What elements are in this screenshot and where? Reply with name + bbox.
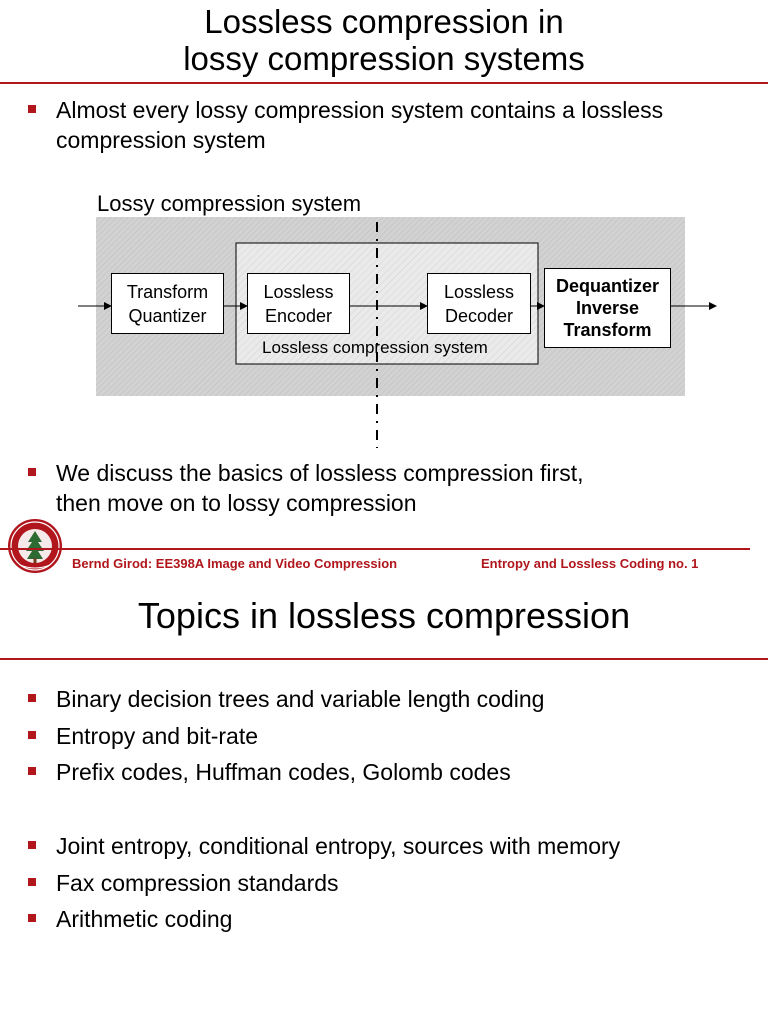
lossless-system-label: Lossless compression system: [262, 338, 488, 357]
slide-2-title: Topics in lossless compression: [137, 595, 631, 636]
slide-1: Lossless compression in lossy compressio…: [0, 3, 768, 573]
footer-slide-number: Entropy and Lossless Coding no. 1: [481, 556, 699, 571]
bullet-text-line-1: Almost every lossy compression system co…: [56, 97, 664, 123]
bullet-square-icon: [28, 841, 36, 849]
title-rule: [0, 658, 768, 660]
bullet-square-icon: [28, 694, 36, 702]
block-label-line-2: Decoder: [444, 305, 514, 326]
block-label-line-1: Transform: [126, 281, 209, 302]
bullet-text-line-1: We discuss the basics of lossless compre…: [56, 460, 584, 486]
compression-block-diagram: [78, 217, 717, 448]
lossy-system-label: Lossy compression system: [97, 191, 362, 216]
lossless-decoder-block: Lossless Decoder: [427, 273, 531, 334]
slide-1-title-line-2: lossy compression systems: [183, 40, 585, 77]
bullet-text: Joint entropy, conditional entropy, sour…: [56, 833, 621, 859]
footer-course-title: Bernd Girod: EE398A Image and Video Comp…: [72, 556, 398, 571]
block-label-line-1: Lossless: [443, 281, 515, 302]
block-label-line-2: Inverse: [575, 298, 640, 318]
slide-1-title-line-1: Lossless compression in: [204, 3, 564, 40]
lossless-encoder-block: Lossless Encoder: [247, 273, 350, 334]
bullet-square-icon: [28, 767, 36, 775]
title-rule: [0, 82, 768, 84]
bullet-text-line-2: compression system: [56, 127, 266, 153]
bullet-square-icon: [28, 914, 36, 922]
block-label-line-1: Lossless: [263, 281, 334, 302]
block-label-line-1: Dequantizer: [555, 276, 660, 296]
block-label-line-3: Transform: [563, 320, 652, 340]
transform-quantizer-block: Transform Quantizer: [111, 273, 224, 334]
slide-2: Topics in lossless compression Binary de…: [0, 580, 768, 1024]
bullet-square-icon: [28, 878, 36, 886]
bullet-text: Prefix codes, Huffman codes, Golomb code…: [56, 759, 511, 785]
dequantizer-inverse-transform-block: Dequantizer Inverse Transform: [544, 268, 671, 348]
bullet-square-icon: [28, 105, 36, 113]
bullet-text: Arithmetic coding: [56, 906, 233, 932]
bullet-text: Binary decision trees and variable lengt…: [56, 686, 545, 712]
bullet-square-icon: [28, 468, 36, 476]
bullet-text: Fax compression standards: [56, 870, 339, 896]
block-label-line-2: Encoder: [264, 305, 333, 326]
block-label-line-2: Quantizer: [128, 305, 207, 326]
footer-rule: [0, 548, 750, 550]
bullet-text: Entropy and bit-rate: [56, 723, 259, 749]
stanford-seal-icon: [8, 519, 62, 573]
bullet-square-icon: [28, 731, 36, 739]
bullet-text-line-2: then move on to lossy compression: [56, 490, 417, 516]
